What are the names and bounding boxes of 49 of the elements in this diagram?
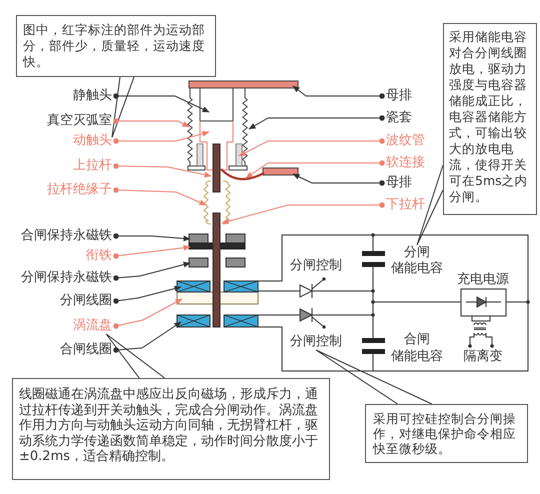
component-label: 储能电容 xyxy=(391,349,443,365)
callout-note: 采用可控硅控制合分闸操作，对继电保护命令相应快至微秒级。 xyxy=(365,404,528,463)
leader-line xyxy=(292,174,385,186)
part-label: 合闸线圈 xyxy=(60,342,112,358)
callout-pointer xyxy=(416,164,444,246)
leader-line xyxy=(113,130,210,144)
leader-line xyxy=(113,93,210,112)
component-label: 隔离变 xyxy=(464,349,502,365)
callout-note: 图中，红字标注的部件为运动部分，部件少，质量轻，运动速度快。 xyxy=(16,15,216,77)
leader-line xyxy=(113,244,190,259)
leader-line xyxy=(113,118,190,128)
part-label: 上拉杆 xyxy=(73,158,112,174)
callout-note: 采用储能电容对合分闸线圈放电，驱动力强度与电容器储能成正比，电容器储能方式，可输出较大的放电电流，使得开关可在5ms之内分闸。 xyxy=(443,23,537,215)
leader-line xyxy=(238,138,385,156)
component-label: 充电电源 xyxy=(457,272,509,288)
part-label: 衔铁 xyxy=(86,248,112,264)
leader-line xyxy=(222,202,385,224)
leader-line xyxy=(113,262,190,281)
callout-pointer xyxy=(316,350,432,404)
leader-line xyxy=(113,163,212,178)
part-label: 涡流盘 xyxy=(73,318,112,334)
part-label: 下拉杆 xyxy=(386,197,425,213)
leader-line xyxy=(113,322,182,353)
part-label: 软连接 xyxy=(386,155,425,171)
leader-line xyxy=(113,286,182,304)
leader-line xyxy=(248,115,385,130)
part-label: 分闸保持永磁铁 xyxy=(21,270,112,286)
part-label: 真空灭弧室 xyxy=(47,113,112,129)
part-label: 母排 xyxy=(386,88,412,104)
part-label: 波纹管 xyxy=(386,133,425,149)
part-label: 动触头 xyxy=(73,133,112,149)
component-label: 合闸 xyxy=(404,332,430,348)
leader-line xyxy=(113,187,206,206)
leader-line xyxy=(292,86,385,99)
component-label: 分闸控制 xyxy=(290,334,342,350)
part-label: 瓷套 xyxy=(386,110,412,126)
part-label: 母排 xyxy=(386,175,412,191)
component-label: 分闸 储能电容 xyxy=(391,245,443,277)
part-label: 拉杆绝缘子 xyxy=(47,182,112,198)
part-label: 静触头 xyxy=(73,88,112,104)
leader-line xyxy=(113,298,182,329)
component-label: 分闸控制 xyxy=(290,258,342,274)
part-label: 合闸保持永磁铁 xyxy=(21,228,112,244)
leader-line xyxy=(113,233,190,242)
part-label: 分闸线圈 xyxy=(60,293,112,309)
callout-note: 线圈磁通在涡流盘中感应出反向磁场，形成斥力，通过拉杆传递到开关动触头，完成合分闸动作。涡流盘作用力方向与动触头运动方向同轴，无拐臂杠杆，驱动系统力学传递函数简单稳定，动作时间分散度小于±0.2ms，适合精确控制。 xyxy=(12,378,330,480)
callout-pointer xyxy=(112,76,134,138)
leader-line xyxy=(246,160,385,178)
callout-pointer xyxy=(106,334,166,378)
